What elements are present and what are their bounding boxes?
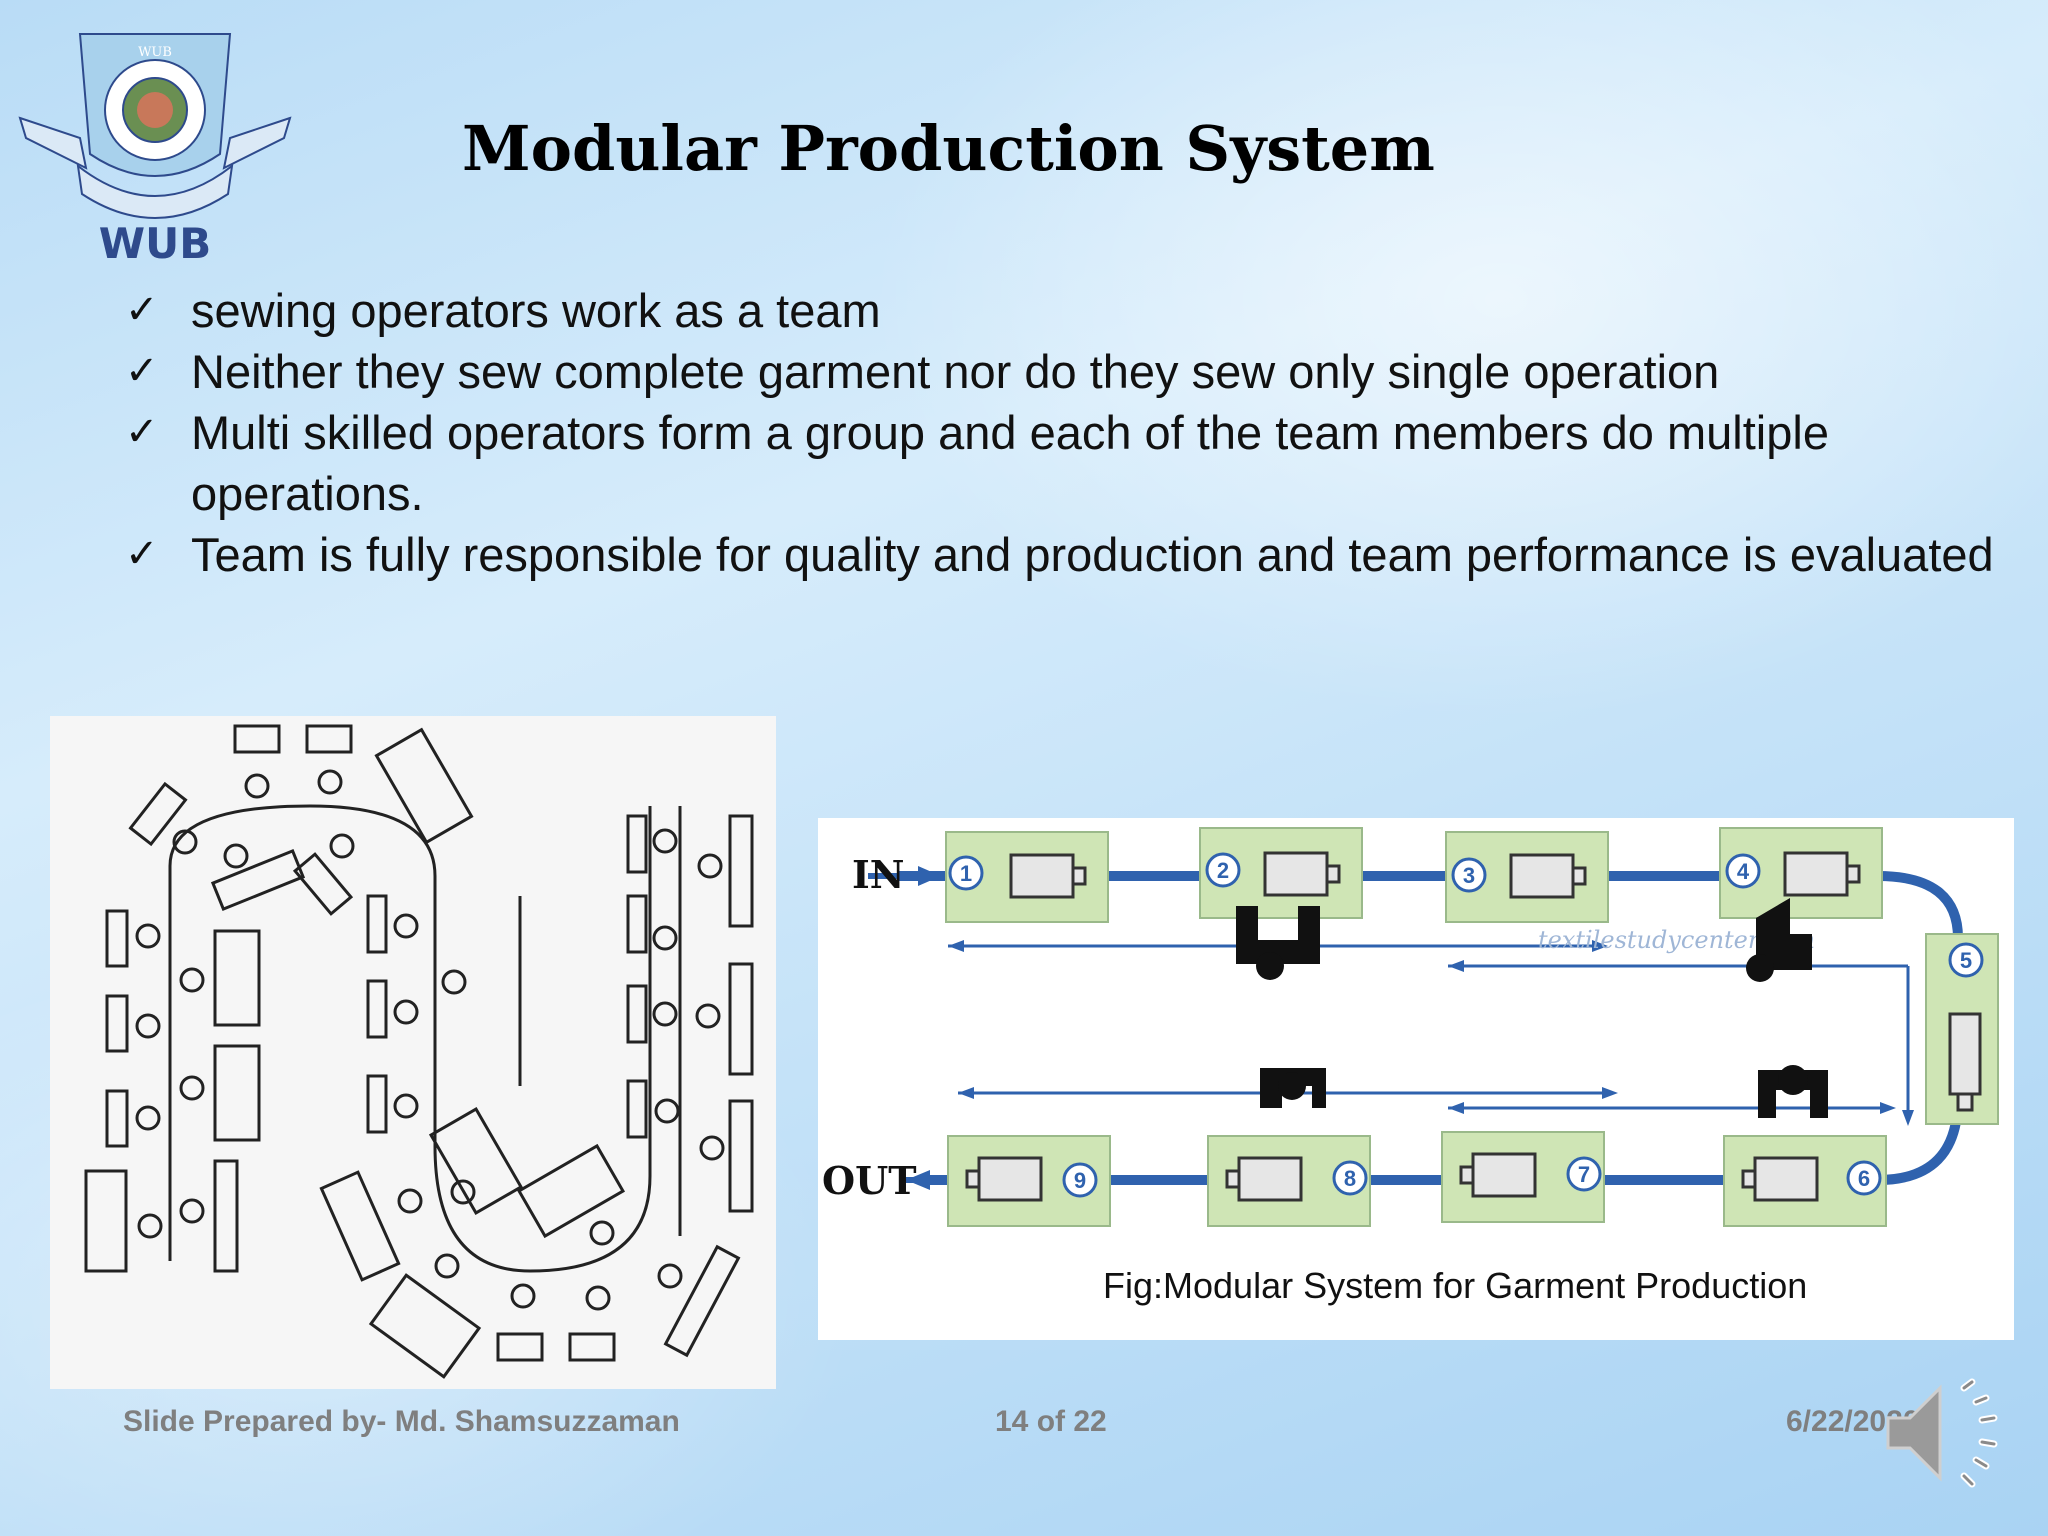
- station-number: 7: [1578, 1162, 1590, 1187]
- bullet-item: ✓ Multi skilled operators form a group a…: [125, 402, 2005, 524]
- bullet-item: ✓ sewing operators work as a team: [125, 280, 2005, 341]
- station-number: 2: [1217, 858, 1229, 883]
- speaker-icon[interactable]: [1876, 1368, 2006, 1498]
- in-label: IN: [852, 852, 905, 897]
- check-icon: ✓: [125, 409, 159, 455]
- wub-logo: WUB WUB: [18, 33, 292, 266]
- modular-layout-diagram: [50, 716, 776, 1389]
- bullet-text: Neither they sew complete garment nor do…: [191, 345, 1720, 398]
- station-number: 3: [1463, 863, 1475, 888]
- station-number: 1: [960, 861, 972, 886]
- figure-caption: Fig:Modular System for Garment Productio…: [1103, 1265, 1807, 1306]
- station-number: 9: [1074, 1168, 1086, 1193]
- out-label: OUT: [822, 1158, 917, 1203]
- check-icon: ✓: [125, 348, 159, 394]
- modular-flow-diagram: textilestudycenter.com 1 2: [818, 818, 2014, 1340]
- bullet-list: ✓ sewing operators work as a team ✓ Neit…: [125, 280, 2005, 585]
- footer-author: Slide Prepared by- Md. Shamsuzzaman: [123, 1405, 680, 1438]
- bullet-text: Multi skilled operators form a group and…: [191, 406, 1829, 520]
- bullet-item: ✓ Team is fully responsible for quality …: [125, 524, 2005, 585]
- station-number: 5: [1960, 948, 1972, 973]
- station-number: 4: [1737, 859, 1750, 884]
- bullet-text: sewing operators work as a team: [191, 284, 881, 337]
- bullet-item: ✓ Neither they sew complete garment nor …: [125, 341, 2005, 402]
- slide-title: Modular Production System: [462, 112, 1435, 185]
- station-number: 8: [1344, 1166, 1356, 1191]
- check-icon: ✓: [125, 287, 159, 333]
- station-number: 6: [1858, 1166, 1870, 1191]
- logo-acronym: WUB: [99, 219, 211, 266]
- footer-page-number: 14 of 22: [995, 1405, 1107, 1438]
- svg-text:WUB: WUB: [138, 45, 172, 60]
- check-icon: ✓: [125, 531, 159, 577]
- bullet-text: Team is fully responsible for quality an…: [191, 528, 1994, 581]
